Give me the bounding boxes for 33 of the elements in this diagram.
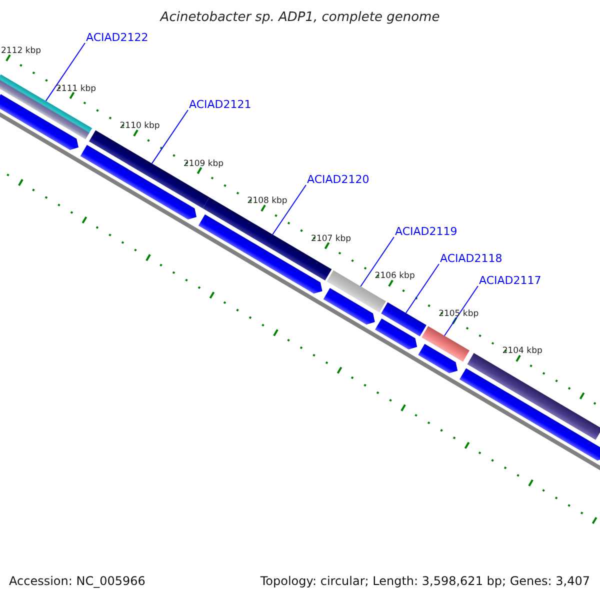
leader-line [45,42,86,102]
gene-label: ACIAD2117 [479,274,542,287]
scale-label: 2110 kbp [120,121,160,132]
scale-label: 2112 kbp [1,46,42,56]
leader-line [444,286,478,336]
gene-bar [381,302,426,336]
cds-feature [0,94,78,150]
cds-feature [323,288,375,325]
accession-text: Accession: NC_005966 [9,574,146,588]
scale-label: 2108 kbp [247,196,288,206]
leader-line [151,110,188,164]
scale-label: 2106 kbp [374,271,415,282]
gene-label: ACIAD2121 [189,98,252,111]
scale-label: 2111 kbp [56,84,96,94]
gene-bar [202,197,332,280]
gene-bar [422,326,470,362]
leader-line [405,264,440,314]
cds-feature [459,368,600,461]
leader-line [360,236,394,287]
gene-label: ACIAD2119 [395,225,458,238]
genome-stats-text: Topology: circular; Length: 3,598,621 bp; Genes: 3,407 [260,574,590,588]
leader-line [272,184,306,235]
gene-bar [88,130,210,208]
scale-label: 2109 kbp [184,158,224,169]
gene-label: ACIAD2122 [86,31,148,44]
diagram-title: Acinetobacter sp. ADP1, complete genome [158,10,441,25]
scale-label: 2104 kbp [502,346,542,356]
gene-label: ACIAD2120 [307,173,370,186]
scale-label: 2107 kbp [311,234,352,244]
gene-bar [467,353,600,440]
cds-feature [375,318,418,350]
cds-feature [418,344,458,374]
gene-label: ACIAD2118 [440,252,502,265]
